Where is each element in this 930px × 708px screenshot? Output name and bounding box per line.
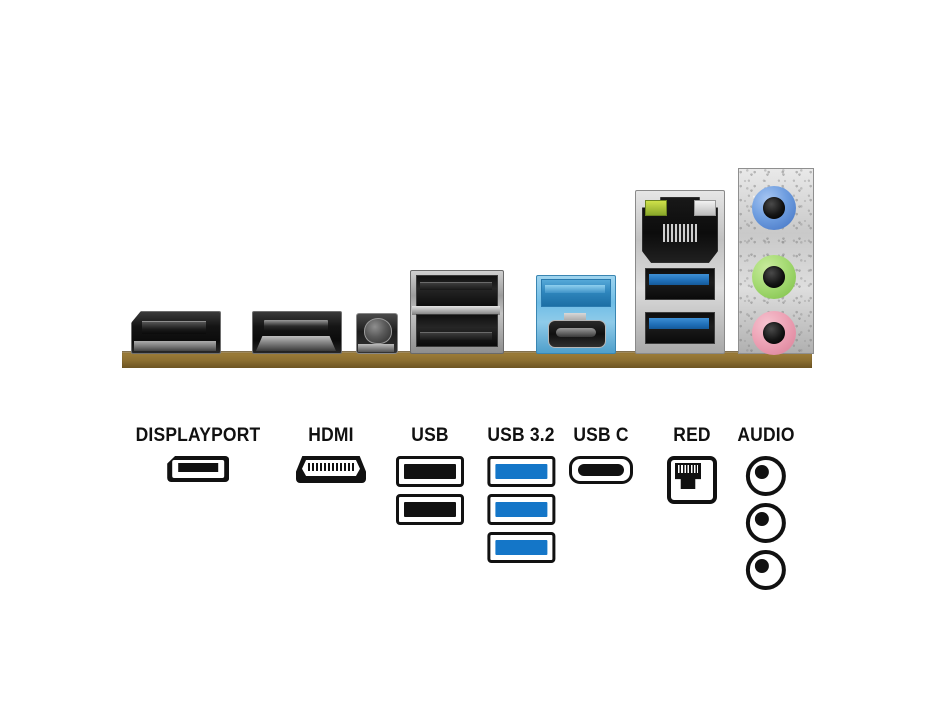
round-button-knob [364, 318, 392, 344]
legend-icons-displayport [130, 456, 266, 482]
hdmi-icon-pins [308, 463, 354, 471]
usb-3-type-a-icon-bar [495, 502, 547, 517]
displayport-icon-slot [178, 463, 218, 472]
audio-jack-icon-dot [754, 512, 769, 526]
usb-3-type-a-icon [487, 456, 555, 487]
audio-jack-icon [745, 456, 786, 496]
usb2-bottom-tongue [420, 332, 492, 340]
audio-jack-line-in-hole [763, 197, 785, 219]
usb2-divider [412, 306, 500, 315]
usb-typec-inner [556, 328, 596, 337]
lan-led-link [694, 200, 716, 216]
usb-type-c-icon-bar [578, 464, 624, 476]
legend-icons-usb [396, 456, 464, 525]
displayport-icon [167, 456, 229, 482]
usb-3-type-a-icon [487, 532, 555, 563]
legend-group-lan: RED [667, 425, 717, 504]
usb2-top-tongue [420, 282, 492, 290]
motherboard-io-panel-photo [122, 168, 814, 368]
displayport-slot [142, 321, 206, 334]
audio-jack-microphone [752, 311, 796, 355]
legend-group-usb32: USB 3.2 [484, 425, 557, 563]
hdmi-slot [264, 320, 328, 331]
rj45-icon-teeth [678, 465, 698, 473]
audio-jack-line-out [752, 255, 796, 299]
legend-icons-usbc [569, 456, 633, 484]
audio-jack-microphone-hole [763, 322, 785, 344]
usb-type-a-icon-bar [404, 464, 456, 479]
legend-group-hdmi: HDMI [296, 425, 366, 483]
audio-jack-line-in [752, 186, 796, 230]
legend-label-usbc: USB C [573, 425, 629, 446]
legend-label-usb32: USB 3.2 [487, 425, 555, 446]
round-button-base [358, 344, 394, 352]
usb2-port-bottom [416, 314, 498, 347]
audio-jack-icon [745, 550, 786, 590]
usb-type-a-icon-bar [404, 502, 456, 517]
rj45-icon [667, 456, 717, 504]
usb32-lan-top-tongue [649, 274, 709, 285]
usb32-lan-bottom-tongue [649, 318, 709, 329]
audio-jack-icon [745, 503, 786, 543]
audio-jack-line-out-hole [763, 266, 785, 288]
legend-icons-audio [735, 456, 797, 590]
legend-group-displayport: DISPLAYPORT [130, 425, 266, 482]
legend-label-audio: AUDIO [737, 425, 795, 446]
usb-3-type-a-icon-bar [495, 464, 547, 479]
audio-jack-icon-dot [754, 465, 769, 479]
legend-label-lan: RED [673, 425, 711, 446]
legend-group-audio: AUDIO [735, 425, 797, 590]
displayport-base [134, 341, 216, 351]
usb2-port-top [416, 275, 498, 308]
legend-icons-lan [667, 456, 717, 504]
legend-label-usb: USB [411, 425, 449, 446]
legend-label-hdmi: HDMI [308, 425, 354, 446]
lan-contact-pins [663, 224, 697, 242]
usb-type-a-icon [396, 494, 464, 525]
usb-type-a-icon [396, 456, 464, 487]
usb-3-type-a-icon-bar [495, 540, 547, 555]
audio-jack-icon-dot [754, 559, 769, 573]
usb-typec-tab [564, 313, 586, 323]
usb-3-type-a-icon [487, 494, 555, 525]
legend-label-displayport: DISPLAYPORT [135, 425, 261, 446]
port-legend: DISPLAYPORT HDMI USB [0, 405, 930, 590]
legend-icons-usb32 [484, 456, 557, 563]
legend-group-usb: USB [396, 425, 464, 525]
usb32-typea-connector [541, 279, 611, 307]
usb-type-c-icon [569, 456, 633, 484]
hdmi-base [256, 336, 336, 351]
usb32-typea-tongue [545, 285, 605, 293]
hdmi-icon [296, 456, 366, 483]
legend-group-usbc: USB C [569, 425, 633, 484]
legend-icons-hdmi [296, 456, 366, 483]
lan-led-activity [645, 200, 667, 216]
